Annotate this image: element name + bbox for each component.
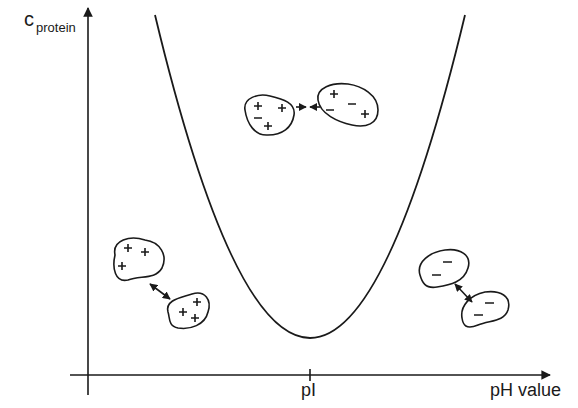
axis-label: pH value [490, 381, 561, 401]
y-axis [87, 8, 89, 395]
negative-protein-pair [419, 250, 508, 327]
axis-tick [309, 369, 311, 381]
axis-label-subscript: protein [36, 21, 76, 35]
axis-label: c [24, 8, 34, 30]
positive-protein-pair [114, 238, 209, 328]
neutral-protein-pair [245, 84, 378, 135]
tick-label: pI [301, 381, 316, 401]
solubility-curve [155, 15, 465, 338]
